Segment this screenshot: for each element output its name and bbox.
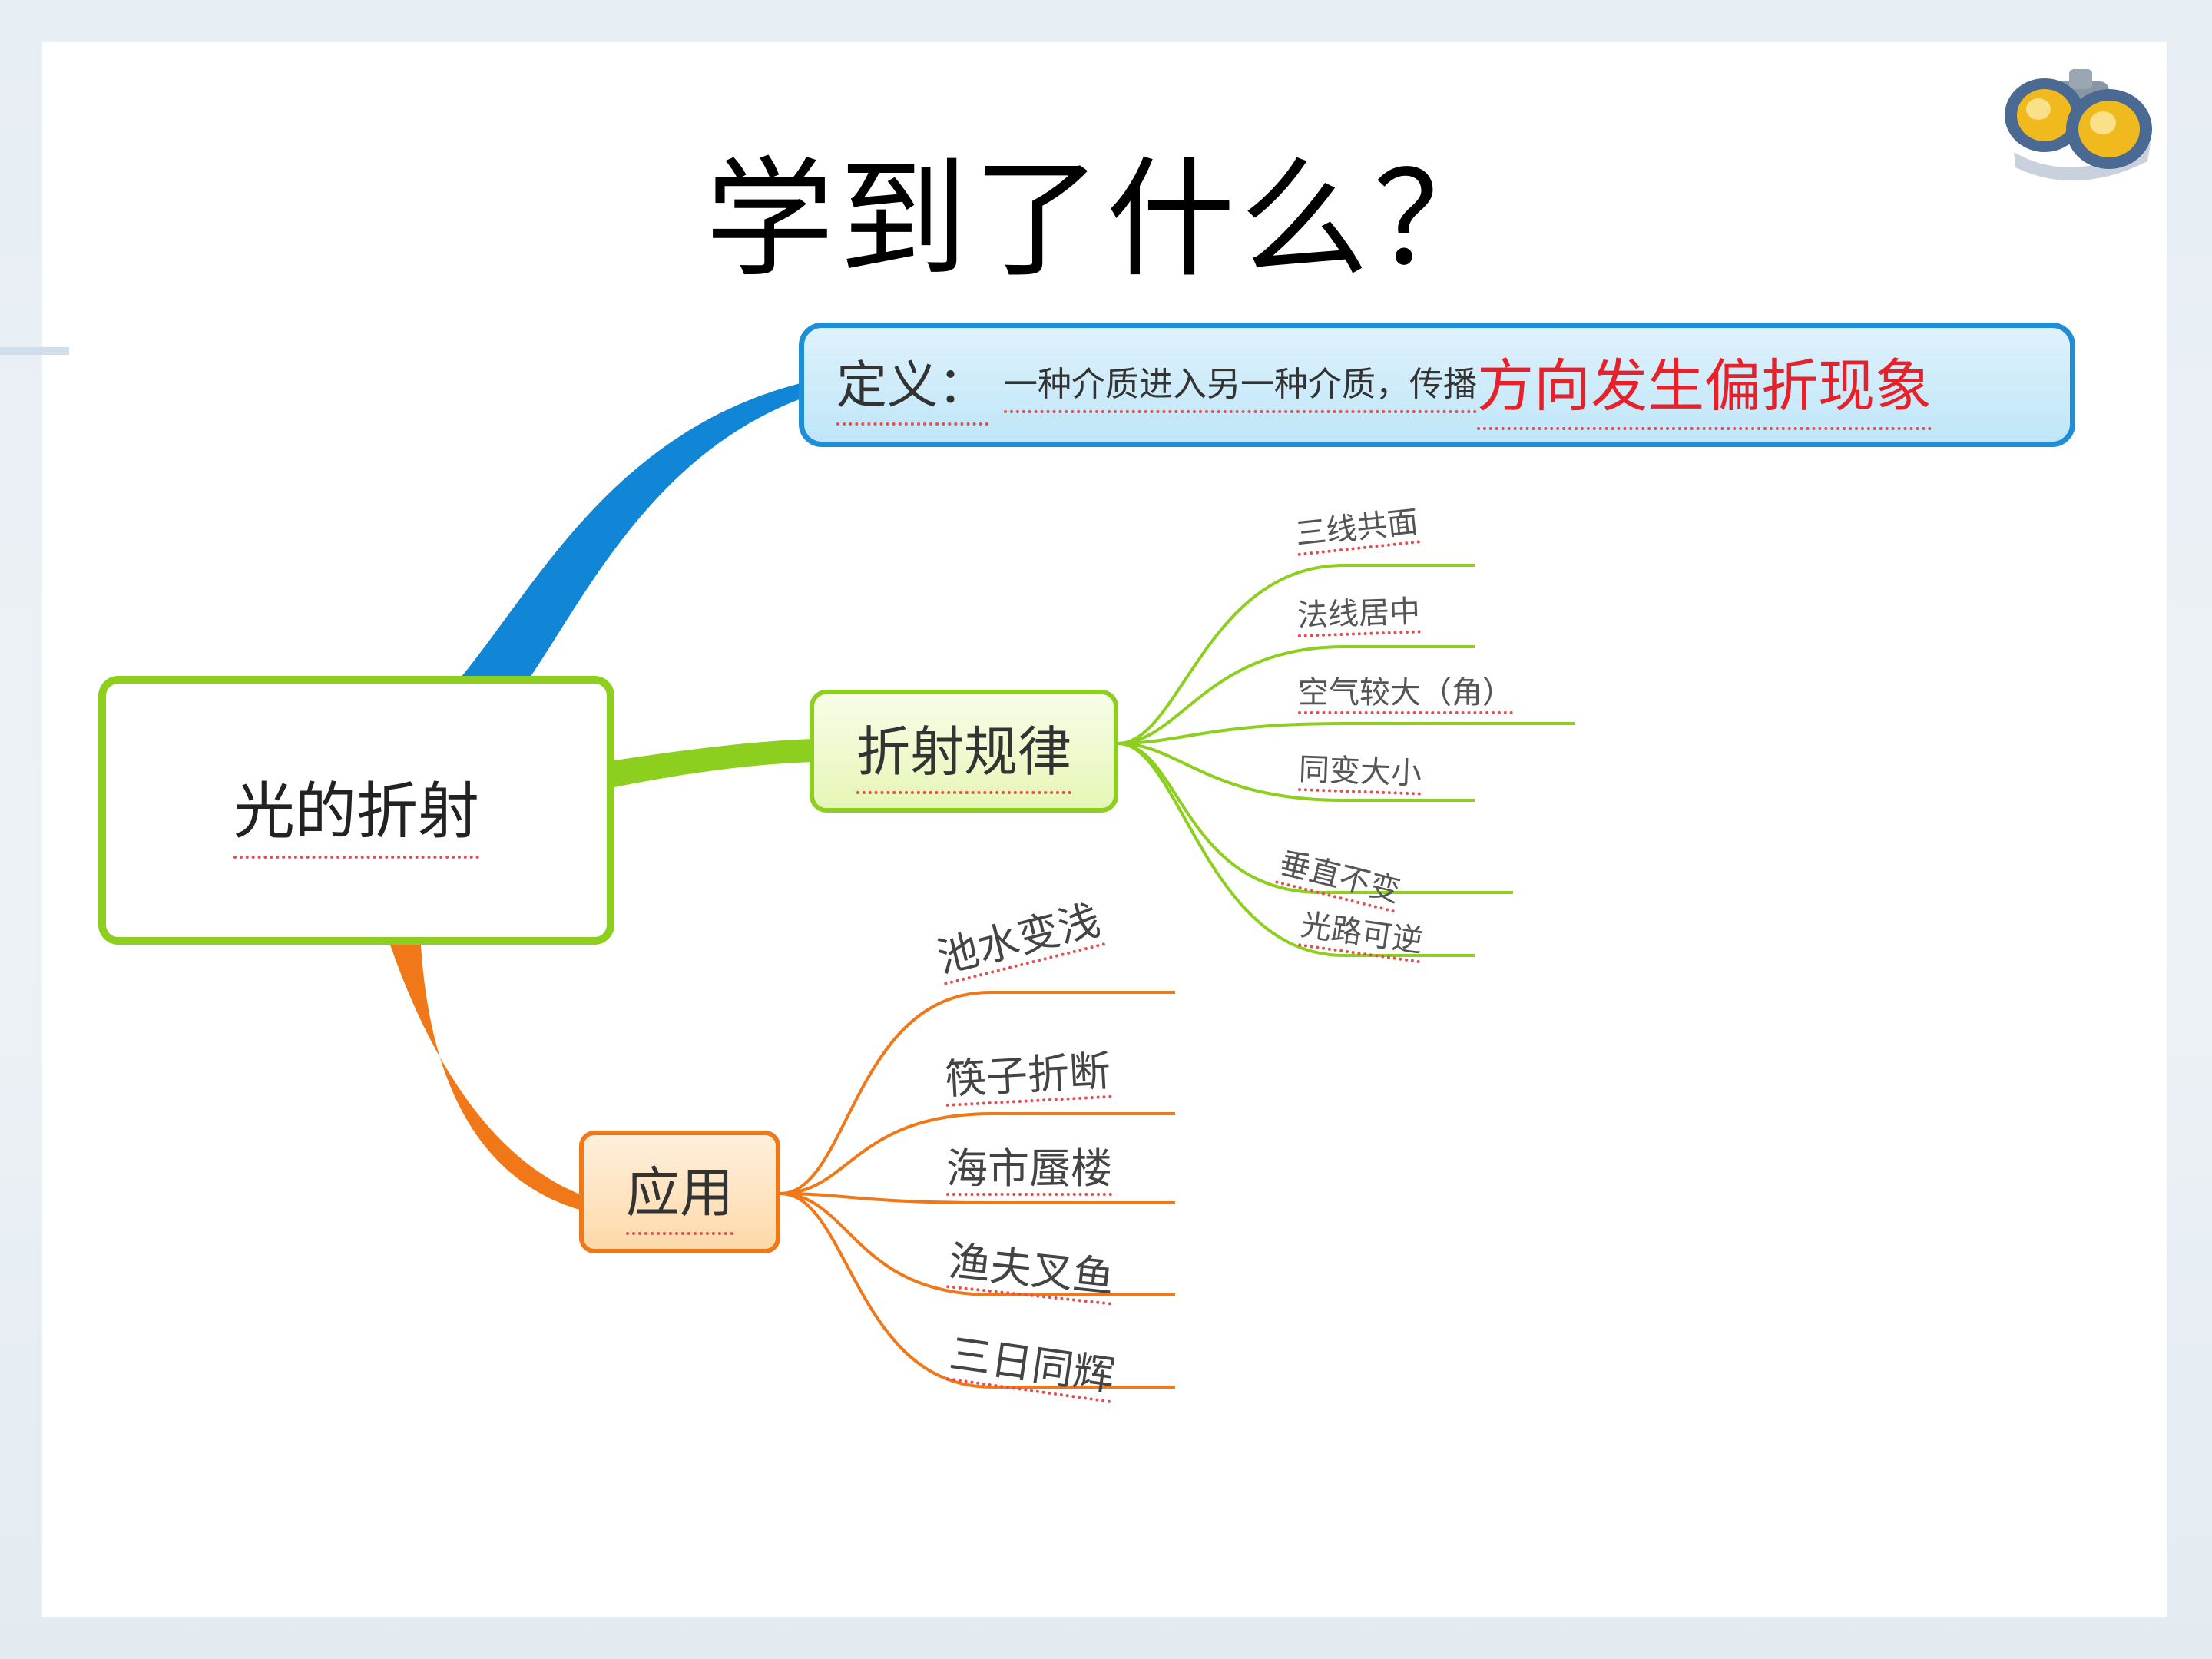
binoculars-icon [2005, 69, 2152, 181]
definition-branch [461, 382, 803, 677]
law-node[interactable]: 折射规律 [810, 690, 1118, 813]
root-label: 光的折射 [233, 762, 479, 859]
application-item: 海市蜃楼 [946, 1146, 1112, 1197]
application-item: 筷子折断 [943, 1047, 1112, 1108]
law-connector [1118, 742, 1513, 894]
application-branch [390, 945, 582, 1210]
definition-text: 一种介质进入另一种介质，传播 [1004, 356, 1477, 413]
application-label: 应用 [626, 1150, 733, 1235]
application-connector [780, 991, 1175, 1195]
law-connector [1118, 722, 1575, 745]
application-connector [780, 1112, 1175, 1195]
law-item: 法线居中 [1296, 594, 1421, 637]
law-connector [1118, 564, 1475, 745]
law-branch [614, 739, 813, 787]
definition-label: 定义： [836, 344, 988, 426]
definition-node[interactable]: 定义： 一种介质进入另一种介质，传播 方向发生偏折现象 [799, 323, 2075, 447]
application-connector [780, 1192, 1175, 1389]
root-node[interactable]: 光的折射 [98, 676, 614, 945]
application-node[interactable]: 应用 [579, 1131, 780, 1253]
application-connector [780, 1192, 1175, 1296]
slide-accent-bar [0, 347, 69, 355]
application-connector [780, 1192, 1175, 1204]
law-item: 空气较大（角） [1298, 676, 1513, 714]
law-label: 折射规律 [856, 709, 1071, 794]
law-item: 同变大小 [1298, 752, 1422, 796]
law-connector [1118, 742, 1475, 802]
law-connector [1118, 645, 1475, 745]
law-connector [1118, 742, 1475, 957]
page-title: 学到了什么？ [705, 144, 1507, 295]
definition-highlight: 方向发生偏折现象 [1477, 340, 1932, 430]
